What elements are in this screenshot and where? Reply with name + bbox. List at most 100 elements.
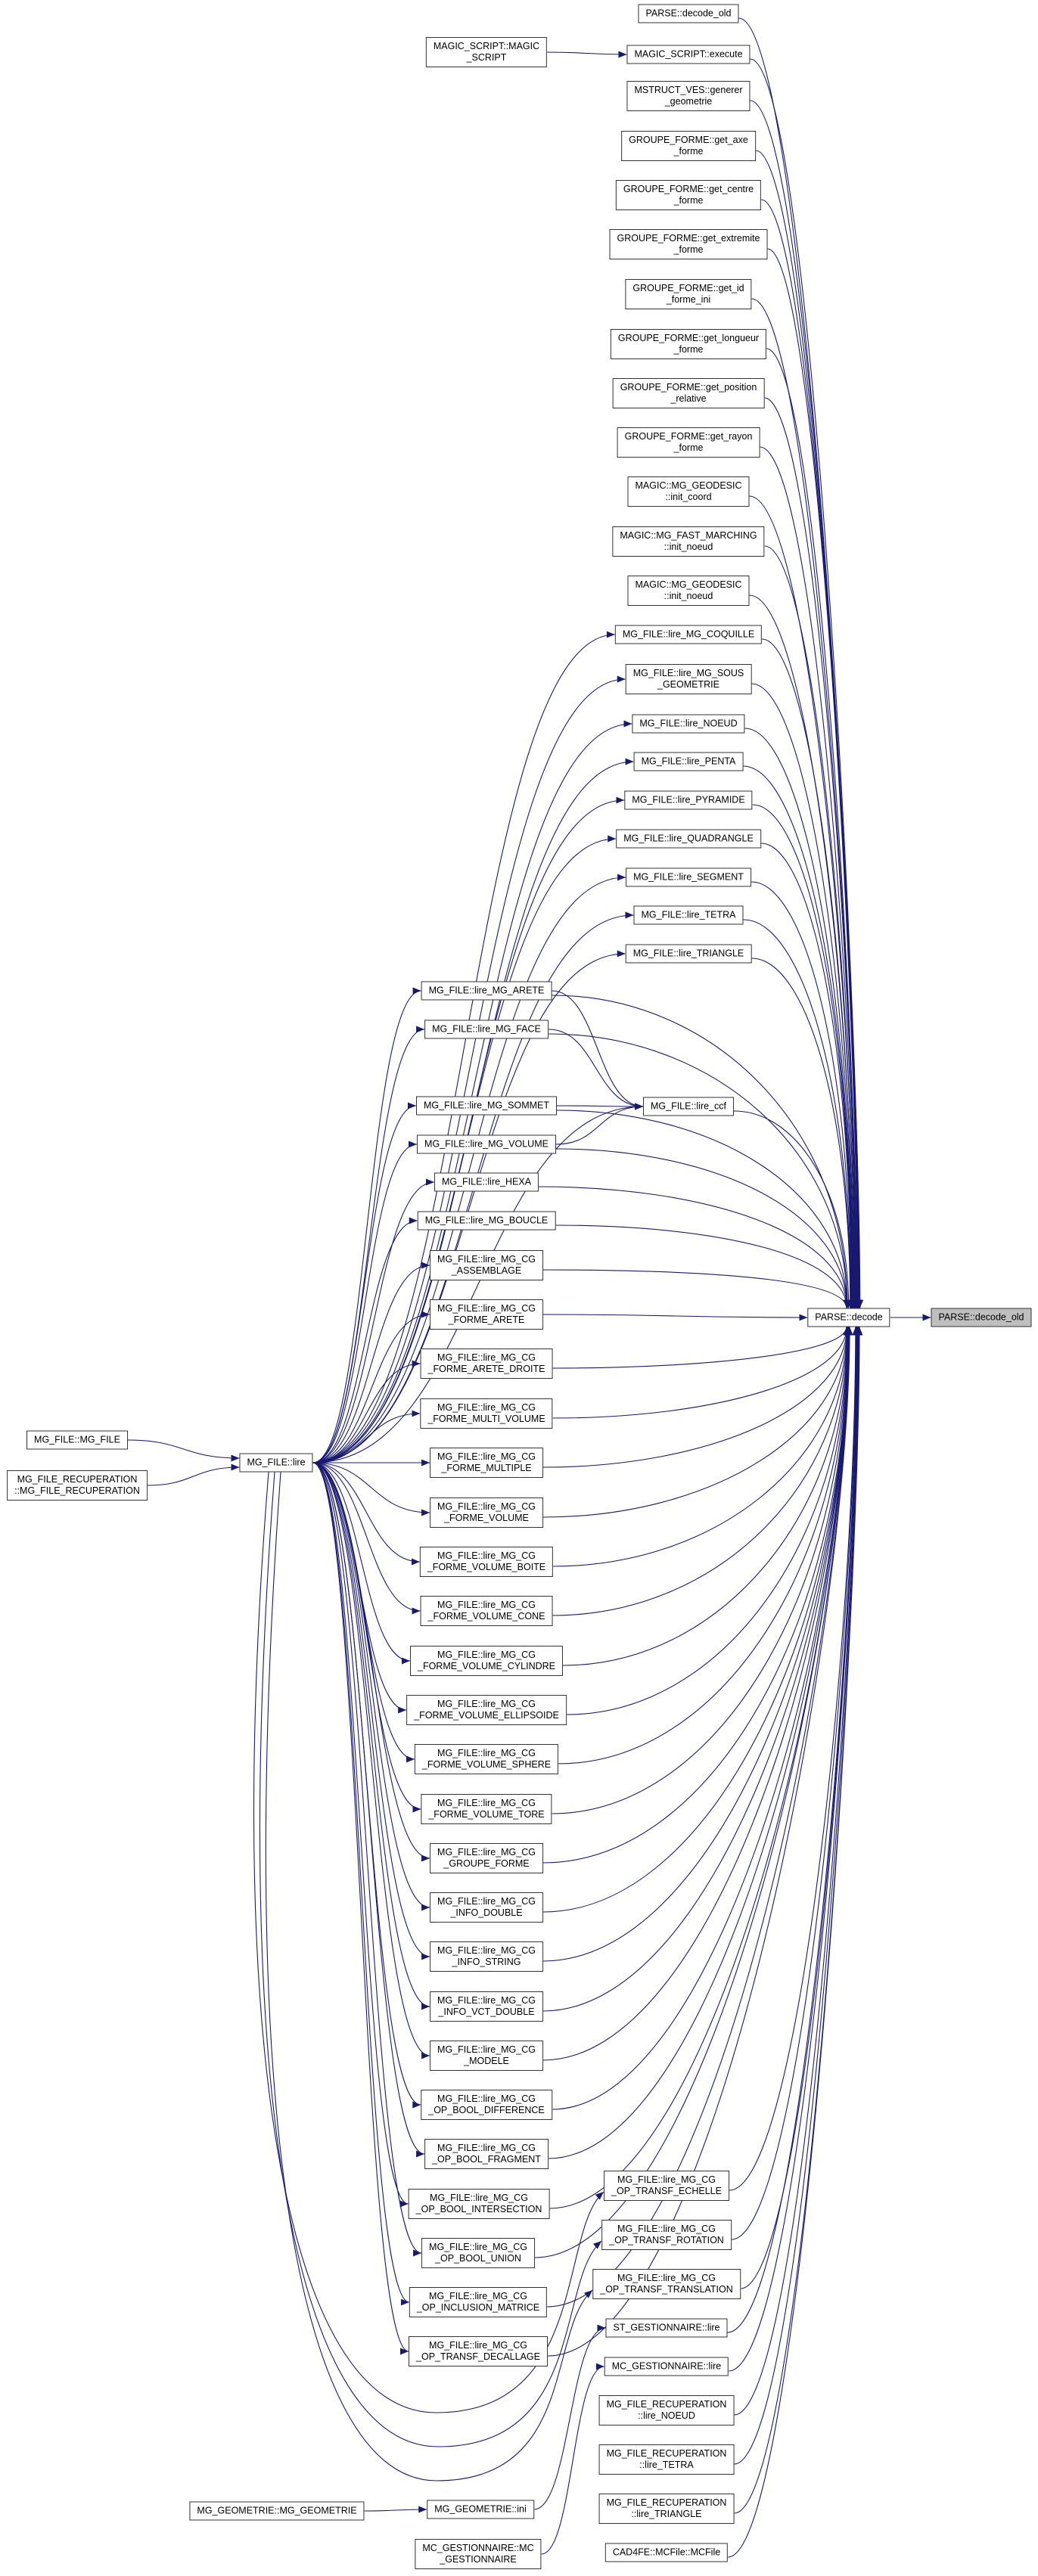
edge-noeud-to-decode xyxy=(744,728,856,1308)
node-geom-ctor[interactable]: MG_GEOMETRIE::MG_GEOMETRIE xyxy=(189,2501,365,2521)
node-st-gest-lire[interactable]: ST_GESTIONNAIRE::lire xyxy=(605,2318,728,2338)
node-init-coord[interactable]: MAGIC::MG_GEODESIC::init_coord xyxy=(627,476,750,507)
node-recup-tetra[interactable]: MG_FILE_RECUPERATION::lire_TETRA xyxy=(598,2444,735,2475)
node-axe[interactable]: GROUPE_FORME::get_axe_forme xyxy=(621,131,756,161)
node-label: MG_FILE::lire_MG_CG xyxy=(437,2044,536,2055)
node-label: _ASSEMBLAGE xyxy=(451,1265,522,1276)
node-label: _FORME_VOLUME_CYLINDRE xyxy=(418,1661,555,1671)
node-geo-init-noeud[interactable]: MAGIC::MG_GEODESIC::init_noeud xyxy=(627,576,750,606)
node-label: _OP_TRANSF_DECALLAGE xyxy=(416,2351,540,2362)
node-cg-boite[interactable]: MG_FILE::lire_MG_CG_FORME_VOLUME_BOITE xyxy=(419,1547,554,1577)
node-label: MG_FILE::lire_MG_CG xyxy=(437,1699,536,1709)
node-cg-rotation[interactable]: MG_FILE::lire_MG_CG_OP_TRANSF_ROTATION xyxy=(601,2220,732,2250)
node-sous-geo[interactable]: MG_FILE::lire_MG_SOUS_GEOMETRIE xyxy=(625,664,752,694)
edge-fm-init-noeud-to-decode xyxy=(764,545,859,1308)
node-pyramide[interactable]: MG_FILE::lire_PYRAMIDE xyxy=(624,790,753,810)
node-volume[interactable]: MG_FILE::lire_MG_VOLUME xyxy=(417,1134,556,1154)
node-quadrangle[interactable]: MG_FILE::lire_QUADRANGLE xyxy=(616,829,761,849)
node-recup-ctor[interactable]: MG_FILE_RECUPERATION::MG_FILE_RECUPERATI… xyxy=(7,1470,148,1501)
node-label: MG_FILE::lire_HEXA xyxy=(441,1176,532,1187)
node-boucle[interactable]: MG_FILE::lire_MG_BOUCLE xyxy=(417,1211,556,1231)
node-decode-old-caller[interactable]: PARSE::decode_old xyxy=(638,4,739,23)
node-face[interactable]: MG_FILE::lire_MG_FACE xyxy=(424,1020,549,1039)
node-label: MG_FILE::lire_ccf xyxy=(650,1100,727,1112)
node-label: _relative xyxy=(670,393,707,404)
node-label: MG_FILE::lire_MG_CG xyxy=(617,2224,716,2234)
node-recup-triangle[interactable]: MG_FILE_RECUPERATION::lire_TRIANGLE xyxy=(598,2494,735,2524)
node-cg-cone[interactable]: MG_FILE::lire_MG_CG_FORME_VOLUME_CONE xyxy=(420,1596,553,1626)
node-cg-assemblage[interactable]: MG_FILE::lire_MG_CG_ASSEMBLAGE xyxy=(430,1250,543,1280)
node-centre[interactable]: GROUPE_FORME::get_centre_forme xyxy=(615,180,762,210)
node-geom-ini[interactable]: MG_GEOMETRIE::ini xyxy=(427,2500,534,2519)
node-decode[interactable]: PARSE::decode xyxy=(807,1308,890,1327)
node-segment[interactable]: MG_FILE::lire_SEGMENT xyxy=(626,867,751,887)
node-cg-forme-volume[interactable]: MG_FILE::lire_MG_CG_FORME_VOLUME xyxy=(430,1497,543,1528)
node-label: MG_FILE::lire_MG_CG xyxy=(429,2340,527,2351)
node-mc-gest-ctor[interactable]: MC_GESTIONNAIRE::MC_GESTIONNAIRE xyxy=(415,2539,542,2569)
node-label: MG_FILE::lire_QUADRANGLE xyxy=(623,833,754,844)
node-magic-ctor[interactable]: MAGIC_SCRIPT::MAGIC_SCRIPT xyxy=(425,37,548,67)
node-label: GROUPE_FORME::get_rayon xyxy=(624,431,753,442)
node-cg-echelle[interactable]: MG_FILE::lire_MG_CG_OP_TRANSF_ECHELLE xyxy=(604,2171,729,2201)
node-lire[interactable]: MG_FILE::lire xyxy=(239,1453,313,1473)
node-label: _FORME_VOLUME_BOITE xyxy=(427,1562,546,1572)
node-cg-multi-volume[interactable]: MG_FILE::lire_MG_CG_FORME_MULTI_VOLUME xyxy=(420,1398,553,1429)
node-cg-intersection[interactable]: MG_FILE::lire_MG_CG_OP_BOOL_INTERSECTION xyxy=(408,2189,550,2219)
node-ccf[interactable]: MG_FILE::lire_ccf xyxy=(642,1097,735,1116)
node-cg-info-vct[interactable]: MG_FILE::lire_MG_CG_INFO_VCT_DOUBLE xyxy=(430,1991,543,2022)
node-label: MG_FILE::MG_FILE xyxy=(34,1434,120,1445)
node-fm-init-noeud[interactable]: MAGIC::MG_FAST_MARCHING::init_noeud xyxy=(612,526,765,557)
node-label: GROUPE_FORME::get_longueur xyxy=(617,333,760,343)
node-cg-forme-arete[interactable]: MG_FILE::lire_MG_CG_FORME_ARETE xyxy=(430,1299,543,1330)
node-rayon[interactable]: GROUPE_FORME::get_rayon_forme xyxy=(617,427,760,458)
node-cg-tore[interactable]: MG_FILE::lire_MG_CG_FORME_VOLUME_TORE xyxy=(421,1794,552,1824)
edge-cg-inclusion-to-decode xyxy=(547,1327,853,2308)
node-label: MG_FILE::lire_MG_CG xyxy=(437,1303,536,1314)
node-hexa[interactable]: MG_FILE::lire_HEXA xyxy=(434,1172,539,1192)
edge-lire-to-ccf xyxy=(312,1103,643,1463)
node-cg-sphere[interactable]: MG_FILE::lire_MG_CG_FORME_VOLUME_SPHERE xyxy=(414,1744,559,1774)
node-cg-multiple[interactable]: MG_FILE::lire_MG_CG_FORME_MULTIPLE xyxy=(430,1448,543,1478)
edge-cg-rotation-to-decode xyxy=(731,1327,860,2240)
node-triangle[interactable]: MG_FILE::lire_TRIANGLE xyxy=(625,944,752,964)
node-cg-fragment[interactable]: MG_FILE::lire_MG_CG_OP_BOOL_FRAGMENT xyxy=(424,2139,549,2169)
node-cg-ellipsoide[interactable]: MG_FILE::lire_MG_CG_FORME_VOLUME_ELLIPSO… xyxy=(406,1695,567,1725)
node-cg-modele[interactable]: MG_FILE::lire_MG_CG_MODELE xyxy=(430,2041,543,2071)
node-label: GROUPE_FORME::get_position xyxy=(620,382,757,393)
node-cg-inclusion[interactable]: MG_FILE::lire_MG_CG_OP_INCLUSION_MATRICE xyxy=(409,2287,548,2317)
edge-cg-groupe-forme-to-decode xyxy=(542,1327,852,1864)
node-mg-file-ctor[interactable]: MG_FILE::MG_FILE xyxy=(26,1430,128,1450)
node-getid[interactable]: GROUPE_FORME::get_id_forme_ini xyxy=(625,279,752,309)
node-cg-cylindre[interactable]: MG_FILE::lire_MG_CG_FORME_VOLUME_CYLINDR… xyxy=(410,1646,563,1676)
node-mcfile[interactable]: CAD4FE::MCFile::MCFile xyxy=(604,2543,729,2562)
node-position[interactable]: GROUPE_FORME::get_position_relative xyxy=(612,378,765,408)
node-mc-gest-lire[interactable]: MC_GESTIONNAIRE::lire xyxy=(604,2357,729,2376)
node-noeud[interactable]: MG_FILE::lire_NOEUD xyxy=(632,714,745,734)
edge-cg-info-double-to-decode xyxy=(542,1327,852,1913)
node-cg-union[interactable]: MG_FILE::lire_MG_CG_OP_BOOL_UNION xyxy=(421,2238,535,2268)
node-recup-noeud[interactable]: MG_FILE_RECUPERATION::lire_NOEUD xyxy=(598,2395,735,2425)
node-cg-translation[interactable]: MG_FILE::lire_MG_CG_OP_TRANSF_TRANSLATIO… xyxy=(592,2269,741,2299)
node-sommet[interactable]: MG_FILE::lire_MG_SOMMET xyxy=(416,1096,557,1116)
node-cg-info-double[interactable]: MG_FILE::lire_MG_CG_INFO_DOUBLE xyxy=(430,1892,543,1923)
node-label: MAGIC::MG_GEODESIC xyxy=(635,480,742,491)
node-execute[interactable]: MAGIC_SCRIPT::execute xyxy=(626,45,751,64)
edge-cg-forme-volume-to-decode xyxy=(542,1327,851,1518)
node-tetra[interactable]: MG_FILE::lire_TETRA xyxy=(633,905,744,925)
node-label: _FORME_VOLUME_SPHERE xyxy=(421,1759,552,1770)
node-arete[interactable]: MG_FILE::lire_MG_ARETE xyxy=(421,981,552,1001)
node-cg-decallage[interactable]: MG_FILE::lire_MG_CG_OP_TRANSF_DECALLAGE xyxy=(409,2336,548,2367)
edge-volume-to-decode xyxy=(555,1148,850,1308)
node-generer[interactable]: MSTRUCT_VES::generer_geometrie xyxy=(626,81,751,111)
node-cg-forme-arete-droite[interactable]: MG_FILE::lire_MG_CG_FORME_ARETE_DROITE xyxy=(420,1349,553,1379)
node-label: _MODELE xyxy=(464,2056,509,2066)
node-longueur[interactable]: GROUPE_FORME::get_longueur_forme xyxy=(610,329,767,359)
edge-lire-to-cg-fragment xyxy=(312,1462,425,2158)
node-penta[interactable]: MG_FILE::lire_PENTA xyxy=(633,752,744,771)
node-cg-difference[interactable]: MG_FILE::lire_MG_CG_OP_BOOL_DIFFERENCE xyxy=(421,2090,552,2120)
node-coquille[interactable]: MG_FILE::lire_MG_COQUILLE xyxy=(614,625,763,644)
node-label: MG_FILE::lire_PENTA xyxy=(641,756,736,767)
node-extremite[interactable]: GROUPE_FORME::get_extremite_forme xyxy=(609,229,768,259)
node-cg-info-string[interactable]: MG_FILE::lire_MG_CG_INFO_STRING xyxy=(430,1941,543,1972)
node-cg-groupe-forme[interactable]: MG_FILE::lire_MG_CG_GROUPE_FORME xyxy=(430,1843,543,1873)
